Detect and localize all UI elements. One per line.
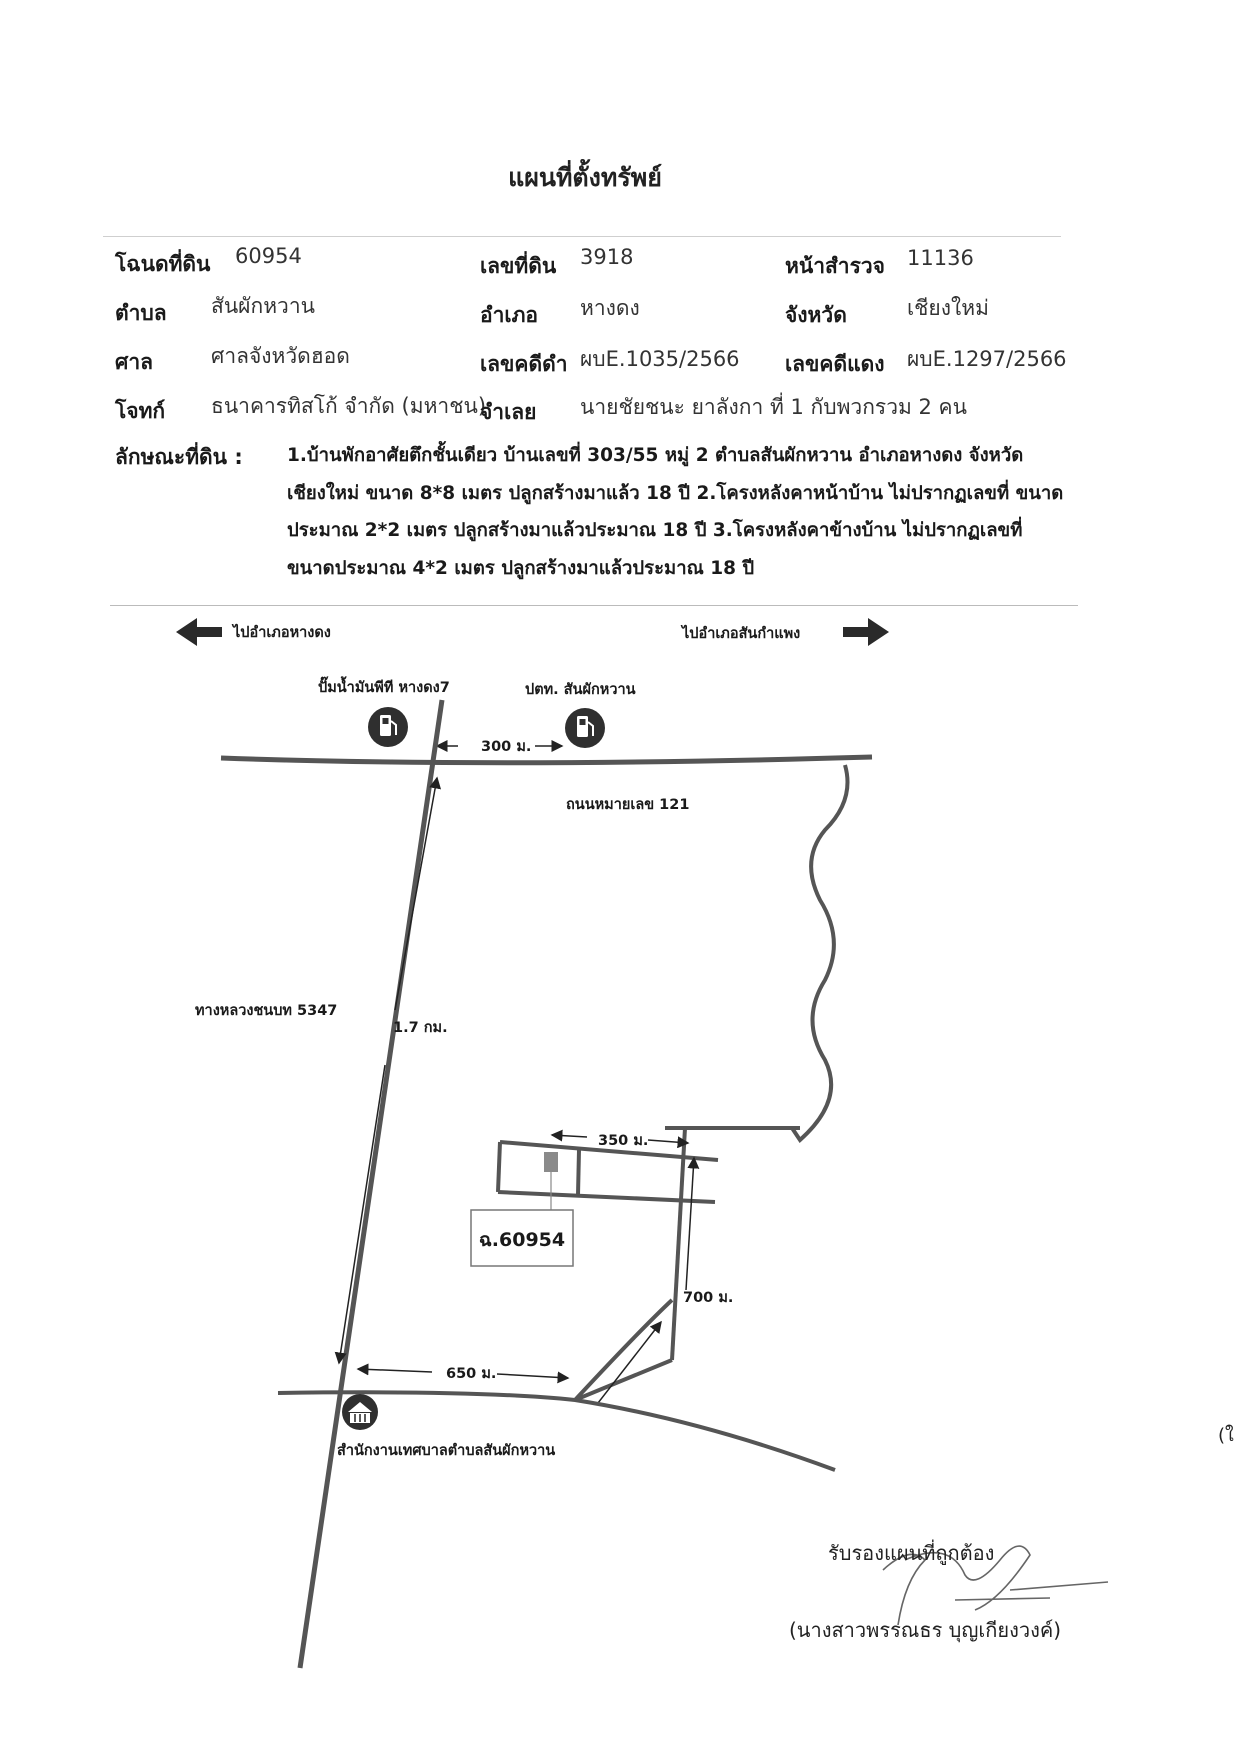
- bottom-road: [277, 1390, 836, 1472]
- court-value: ศาลจังหวัดฮอด: [211, 344, 350, 368]
- subdistrict-label: ตำบล: [115, 301, 167, 325]
- land-desc-line: ประมาณ 2*2 เมตร ปลูกสร้างมาแล้วประมาณ 18…: [287, 520, 1023, 541]
- land-desc-line: เชียงใหม่ ขนาด 8*8 เมตร ปลูกสร้างมาแล้ว …: [287, 482, 1064, 504]
- land-desc-line: ขนาดประมาณ 4*2 เมตร ปลูกสร้างมาแล้วประมา…: [287, 557, 755, 579]
- gas-station-1-icon: [368, 707, 408, 747]
- signer-name: (นางสาวพรรณธร บุญเกียงวงค์): [789, 1618, 1062, 1642]
- municipality-label: สำนักงานเทศบาลตำบลสันผักหวาน: [337, 1442, 555, 1459]
- right-direction-arrow: [843, 618, 889, 646]
- certify-text: รับรองแผนที่ถูกต้อง: [828, 1541, 995, 1565]
- to-right-label: ไปอำเภอสันกำแพง: [680, 624, 800, 642]
- plaintiff-value: ธนาคารทิสโก้ จำกัด (มหาชน): [211, 394, 487, 418]
- subdistrict-value: สันผักหวาน: [211, 294, 315, 318]
- land-description: 1.บ้านพักอาศัยตึกชั้นเดียว บ้านเลขที่ 30…: [287, 437, 1067, 587]
- district-value: หางดง: [580, 296, 640, 320]
- dist-650-label: 650 ม.: [446, 1366, 496, 1382]
- gas-station-2-label: ปตท. สันผักหวาน: [525, 682, 636, 698]
- land-desc-label: ลักษณะที่ดิน :: [115, 445, 243, 469]
- deed-label: โฉนดที่ดิน: [115, 252, 211, 276]
- header-rule: [103, 236, 1061, 237]
- parcel-lane-left: [496, 1141, 502, 1193]
- black-case-value: ผบE.1035/2566: [580, 347, 740, 371]
- left-direction-arrow: [176, 618, 222, 646]
- rural-road-label: ทางหลวงชนบท 5347: [195, 1003, 337, 1019]
- survey-label: หน้าสำรวจ: [785, 254, 885, 278]
- signature: [882, 1545, 1109, 1626]
- red-case-label: เลขคดีแดง: [785, 352, 885, 376]
- land-no-label: เลขที่ดิน: [480, 254, 557, 278]
- district-label: อำเภอ: [480, 303, 539, 327]
- parcel-lane-top: [499, 1140, 719, 1162]
- parcel-box: [470, 1209, 574, 1267]
- dist-350-label: 350 ม.: [598, 1133, 648, 1149]
- road-121-label: ถนนหมายเลข 121: [566, 797, 689, 813]
- survey-value: 11136: [907, 246, 974, 270]
- court-label: ศาล: [115, 350, 153, 374]
- dist-17km-label: 1.7 กม.: [393, 1020, 448, 1036]
- access-lane-vertical: [670, 1127, 687, 1361]
- parcel-lane-mid: [576, 1149, 581, 1196]
- parcel-lane-bottom: [497, 1190, 716, 1204]
- rural-road-5347: [297, 699, 445, 1669]
- page-title: แผนที่ตั้งทรัพย์: [508, 163, 662, 192]
- province-value: เชียงใหม่: [907, 296, 989, 320]
- land-desc-line: 1.บ้านพักอาศัยตึกชั้นเดียว บ้านเลขที่ 30…: [287, 445, 1024, 466]
- municipality-building-icon: [342, 1394, 378, 1430]
- gas-station-1-label: ปั๊มน้ำมันพีที หางดง7: [318, 676, 450, 696]
- defendant-value: นายชัยชนะ ยาลังกา ที่ 1 กับพวกรวม 2 คน: [580, 395, 967, 419]
- house-marker: [544, 1152, 558, 1172]
- margin-mark: (ใ: [1218, 1425, 1234, 1446]
- dist-300-label: 300 ม.: [481, 739, 531, 755]
- province-label: จังหวัด: [785, 303, 847, 327]
- to-left-label: ไปอำเภอหางดง: [231, 623, 331, 641]
- dist-700-label: 700 ม.: [683, 1290, 733, 1306]
- diagonal-lane-main: [573, 1298, 674, 1402]
- defendant-label: จำเลย: [480, 400, 537, 424]
- diagonal-lane: [574, 1358, 673, 1402]
- gas-station-2-icon: [565, 708, 605, 748]
- map-top-rule: [110, 605, 1078, 606]
- deed-value: 60954: [235, 244, 302, 268]
- plaintiff-label: โจทก์: [115, 399, 166, 423]
- right-boundary-road: [790, 764, 850, 1144]
- land-no-value: 3918: [580, 245, 634, 269]
- road-121: [220, 754, 873, 766]
- red-case-value: ผบE.1297/2566: [907, 347, 1067, 371]
- parcel-label: ฉ.60954: [479, 1229, 565, 1251]
- black-case-label: เลขคดีดำ: [480, 352, 568, 376]
